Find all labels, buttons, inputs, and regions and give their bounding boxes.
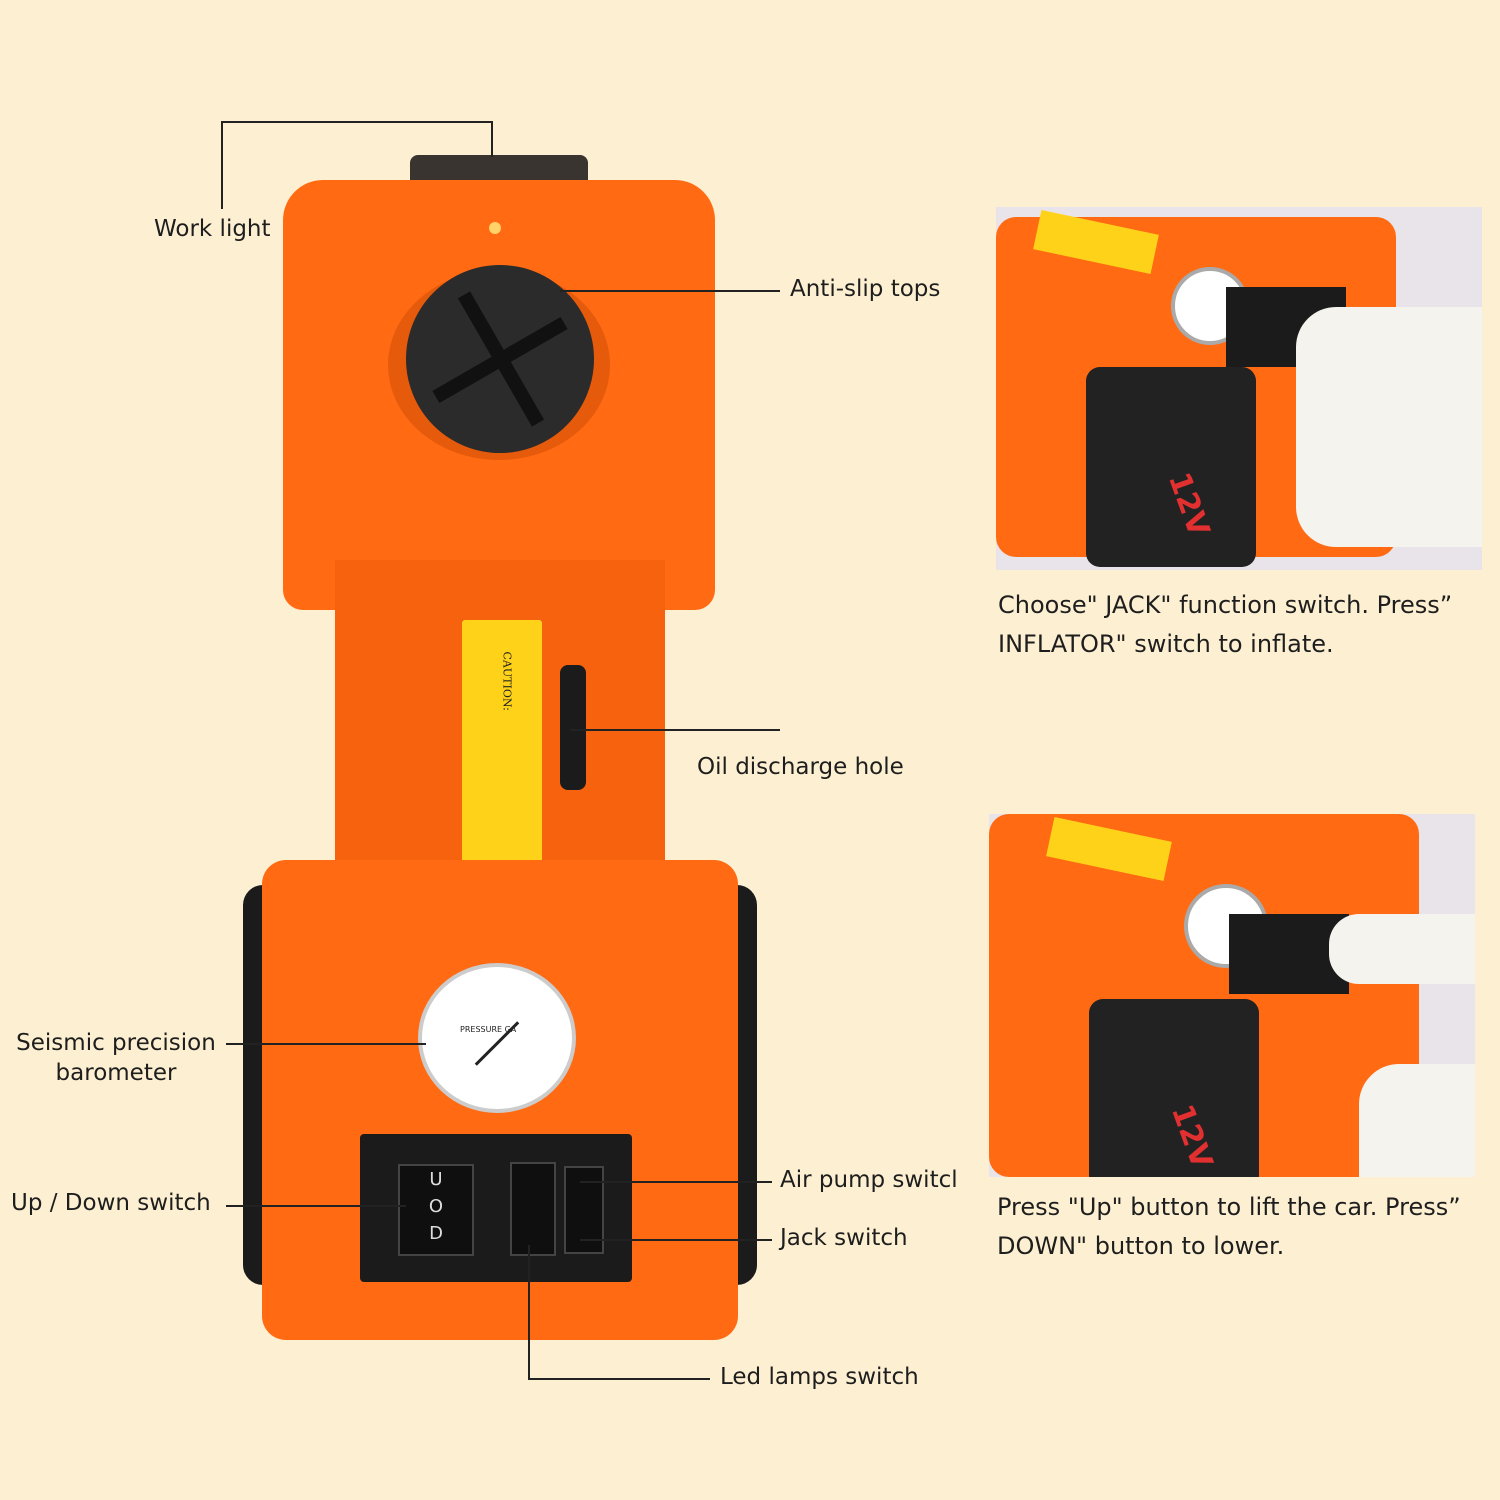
anti-slip-leader — [560, 290, 780, 292]
switch-down-mark: D — [429, 1223, 443, 1244]
oil-discharge-hole-label: Oil discharge hole — [697, 754, 904, 780]
led-lamps-leader — [528, 1378, 710, 1380]
up-down-leader — [226, 1205, 406, 1207]
photo-voltage: 12V — [1160, 467, 1217, 542]
jack-switch-label: Jack switch — [780, 1225, 908, 1251]
work-light-leader-v — [221, 121, 223, 209]
barometer-leader — [226, 1043, 426, 1045]
up-down-switch-label: Up / Down switch — [11, 1190, 211, 1216]
photo-up-down: 12V — [989, 814, 1475, 1177]
caution-title: CAUTION: — [500, 651, 514, 711]
photo-gloved-finger — [1329, 914, 1475, 984]
photo-gloved-hand — [1359, 1064, 1475, 1177]
photo-gloved-hand — [1296, 307, 1482, 547]
gauge-label: PRESSURE GA — [460, 1025, 517, 1034]
jack-leader — [580, 1239, 772, 1241]
pressure-gauge: PRESSURE GA — [418, 963, 576, 1113]
led-lamps-switch-label: Led lamps switch — [720, 1364, 919, 1390]
led-lamps-leader-v — [528, 1245, 530, 1380]
barometer-label-line2: barometer — [55, 1060, 177, 1086]
switch-off-mark: O — [428, 1196, 444, 1217]
air-pump-leader — [580, 1181, 772, 1183]
anti-slip-tops-label: Anti-slip tops — [790, 276, 941, 302]
oil-discharge-leader — [570, 729, 780, 731]
photo-voltage: 12V — [1163, 1099, 1220, 1174]
work-light-leader-v2 — [491, 121, 493, 157]
work-light-led — [489, 222, 501, 234]
work-light-leader — [221, 121, 493, 123]
work-light-label: Work light — [154, 216, 271, 242]
up-down-rocker-switch[interactable]: U O D — [398, 1164, 474, 1256]
led-lamps-rocker-switch[interactable] — [510, 1162, 556, 1256]
air-pump-switch-label: Air pump switcl — [780, 1167, 956, 1193]
photo-caption-1: Choose" JACK" function switch. Press” IN… — [998, 591, 1453, 658]
photo-battery: 12V — [1086, 367, 1256, 567]
anti-slip-pad — [406, 265, 594, 453]
barometer-label: Seismic precision barometer — [16, 1028, 216, 1088]
oil-discharge-valve[interactable] — [560, 665, 586, 790]
photo-jack-function: 12V — [996, 207, 1482, 570]
photo-caption-2: Press "Up" button to lift the car. Press… — [997, 1193, 1461, 1260]
switch-panel: U O D — [360, 1134, 632, 1282]
photo-battery: 12V — [1089, 999, 1259, 1177]
barometer-label-line1: Seismic precision — [16, 1030, 216, 1056]
caution-label: CAUTION: — [462, 620, 542, 870]
switch-up-mark: U — [429, 1169, 443, 1190]
